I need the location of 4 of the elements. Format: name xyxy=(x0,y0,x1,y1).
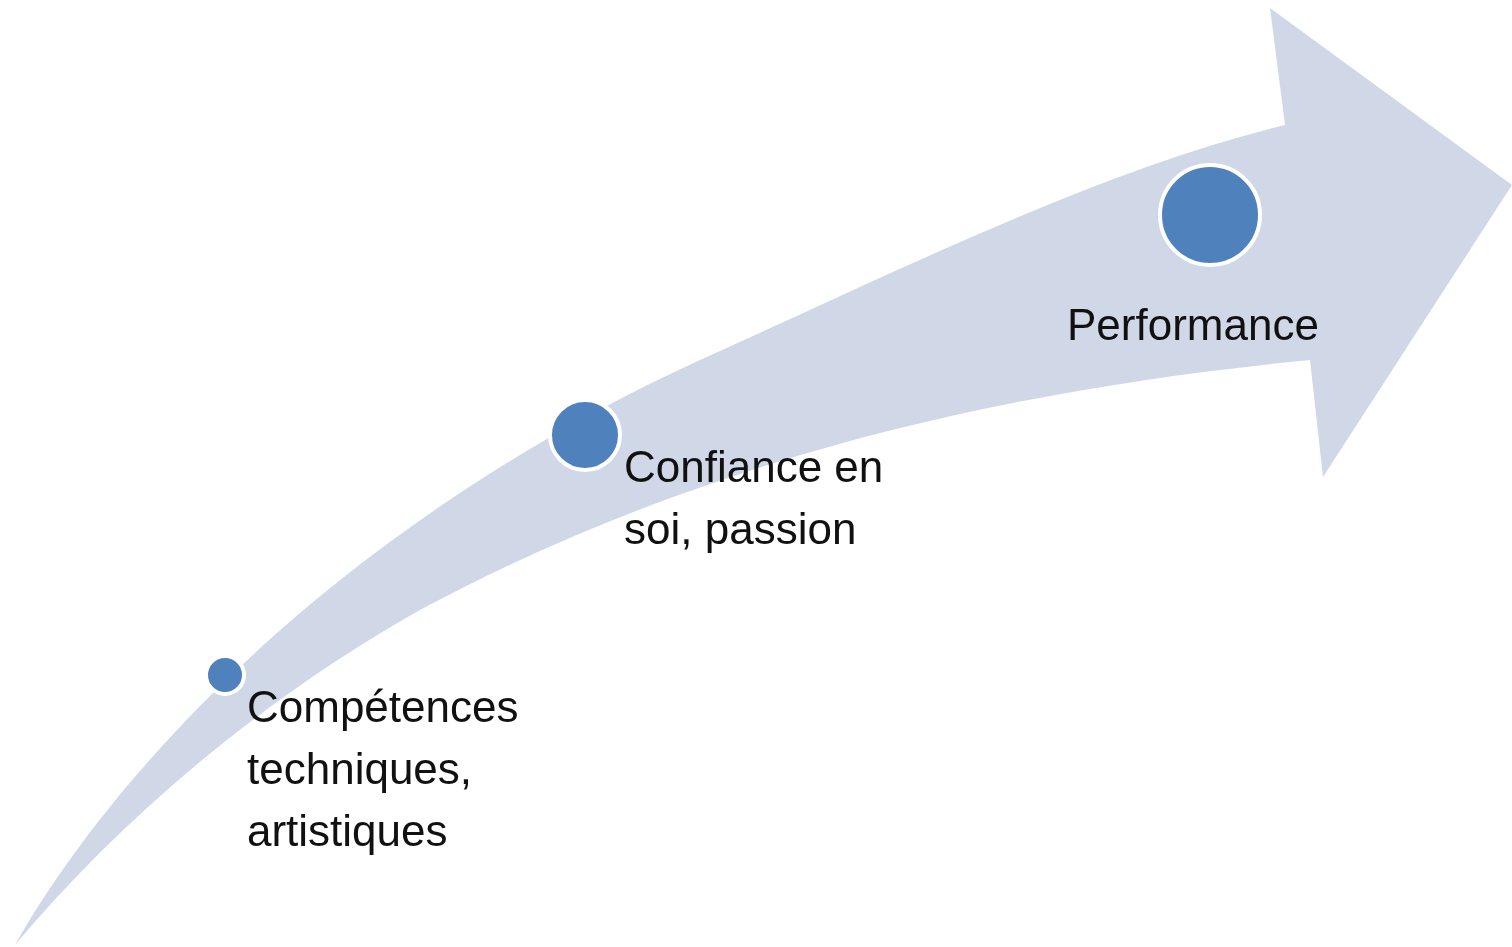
stage-caption: Performance xyxy=(1067,299,1320,351)
stage-caption: Confiance en soi, passion xyxy=(624,441,885,555)
stage-caption: Compétences techniques, artistiques xyxy=(247,681,520,857)
milestone-dot xyxy=(1157,162,1263,268)
